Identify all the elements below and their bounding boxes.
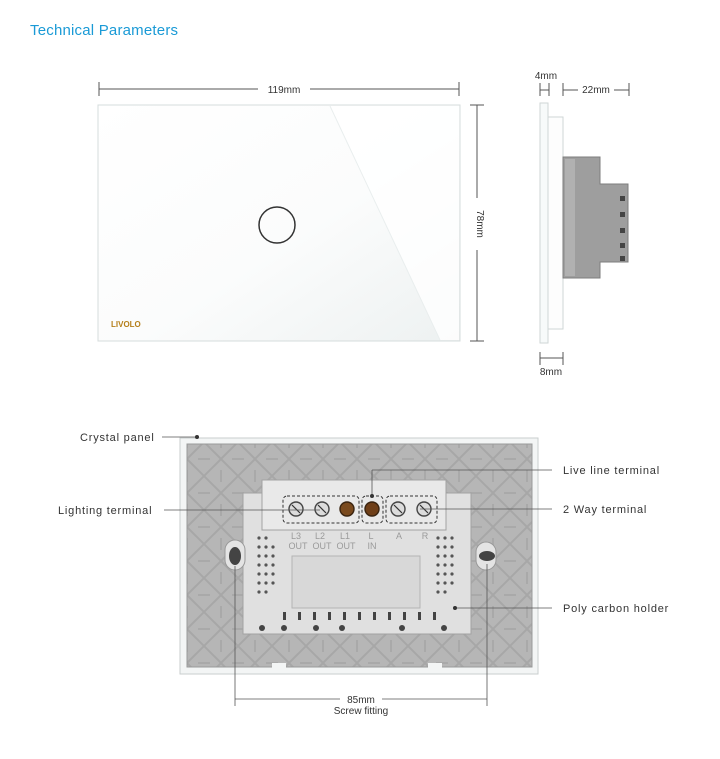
screw-spacing-label: 85mm	[347, 695, 375, 706]
front-view: 119mm LIVOLO 78mm	[97, 82, 485, 342]
glass-thickness-dimension	[539, 83, 550, 96]
screw-fitting-caption: Screw fitting	[334, 706, 388, 717]
terminal-sublabel: OUT	[313, 541, 333, 551]
callout-crystal-panel: Crystal panel	[80, 432, 155, 444]
side-module-body	[562, 156, 629, 279]
page-title: Technical Parameters	[30, 22, 179, 39]
terminal-sublabel: OUT	[337, 541, 357, 551]
bottom-slot	[428, 663, 442, 668]
bottom-vent-slots	[259, 612, 447, 631]
depth-dimension	[562, 83, 630, 96]
callout-dots	[195, 435, 457, 610]
terminal-label: L	[368, 531, 373, 541]
lighting-terminal-group	[282, 495, 360, 524]
terminal-label: L1	[340, 531, 350, 541]
callout-live-line: Live line terminal	[563, 465, 660, 477]
height-dimension	[470, 104, 484, 342]
base-dimension	[539, 352, 564, 365]
terminal-screw-l	[364, 501, 380, 517]
terminal-sublabel: OUT	[289, 541, 309, 551]
terminal-label: A	[396, 531, 402, 541]
width-label: 119mm	[268, 85, 301, 96]
left-screw-hole	[229, 547, 241, 565]
callout-two-way: 2 Way terminal	[563, 504, 647, 516]
two-way-terminal-group	[385, 495, 438, 524]
side-frame	[547, 116, 564, 330]
terminal-labels: L3 L2 L1 L A R OUT OUT OUT IN	[289, 531, 429, 551]
callout-poly-carbon: Poly carbon holder	[563, 603, 669, 615]
depth-label: 22mm	[582, 85, 610, 96]
side-glass-edge	[539, 102, 549, 344]
base-label: 8mm	[540, 367, 562, 378]
touch-button-icon	[258, 206, 296, 244]
terminal-label: L3	[291, 531, 301, 541]
terminal-label: L2	[315, 531, 325, 541]
brand-logo: LIVOLO	[111, 320, 141, 329]
width-dimension	[98, 82, 460, 96]
terminal-screw-l1	[339, 501, 355, 517]
screw-spacing-dimension	[234, 564, 488, 706]
back-view: L3 L2 L1 L A R OUT OUT OUT IN	[179, 437, 539, 675]
side-module-pins	[620, 196, 625, 261]
terminal-label: R	[422, 531, 429, 541]
callout-lines	[162, 436, 552, 609]
glass-reflection-edge	[329, 105, 441, 341]
right-screw-hole	[479, 551, 495, 561]
bottom-slot	[272, 663, 286, 668]
glass-reflection	[330, 106, 459, 340]
glass-thickness-label: 4mm	[535, 71, 557, 82]
terminal-sublabel: IN	[368, 541, 377, 551]
vent-holes	[257, 536, 454, 594]
side-view: 4mm 22mm 8mm	[535, 71, 630, 378]
callout-lighting: Lighting terminal	[58, 505, 152, 517]
terminal-screws	[288, 501, 432, 517]
label-plate	[291, 555, 421, 609]
height-label: 78mm	[474, 210, 485, 238]
side-module-shade	[565, 159, 575, 276]
